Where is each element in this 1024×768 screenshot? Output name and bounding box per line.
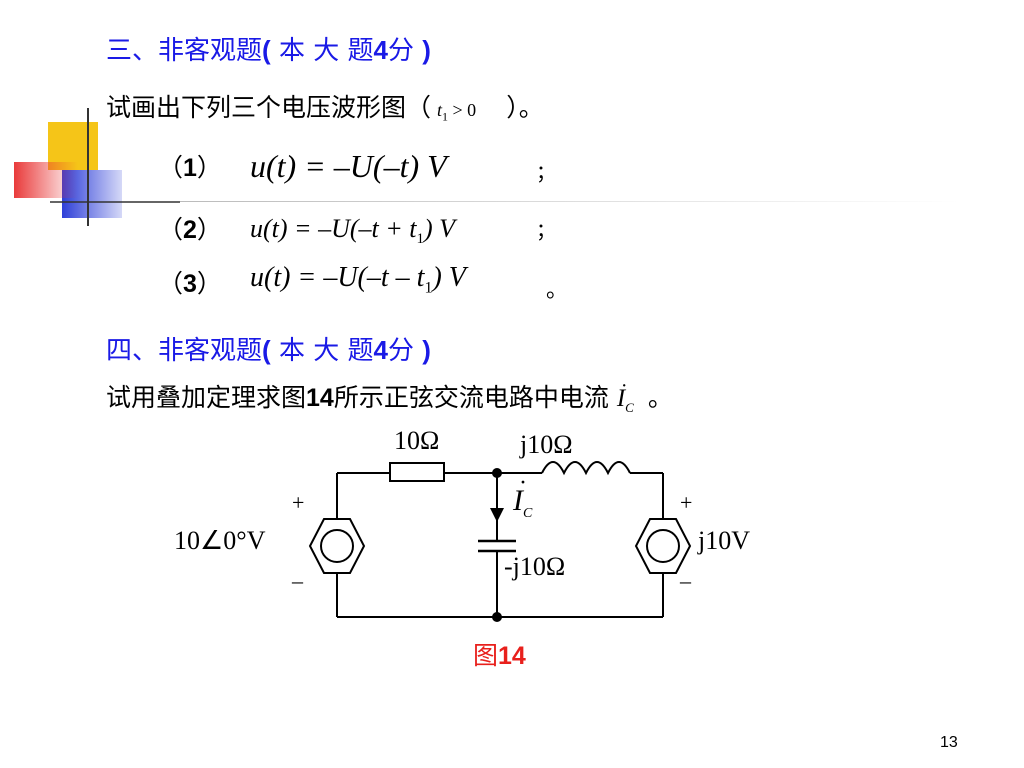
heading-ben: 本: [278, 36, 305, 66]
circuit-current-sub: C: [523, 506, 533, 521]
heading-fen: 分: [388, 36, 415, 66]
resistor: [389, 462, 445, 482]
section3-heading: 三、非客观题( 本 大 题4分 ): [106, 30, 431, 67]
right-source-value: j10V: [698, 526, 750, 555]
heading-prefix: 三、非客观题: [106, 36, 263, 66]
item-3-formula: u(t) = –U(–t – t1) V: [250, 262, 466, 298]
figure-caption: 图14: [473, 636, 526, 672]
left-voltage-source: [308, 518, 366, 574]
body-part-b: 所示正弦交流电路中电流: [333, 383, 609, 412]
item-2-punct: ；: [536, 218, 556, 242]
heading-ben: 本: [278, 336, 305, 366]
label-close: ）: [196, 269, 222, 298]
junction-bottom: [492, 612, 502, 622]
dot-accent: ·: [620, 375, 628, 397]
heading-fen: 分: [388, 336, 415, 366]
label-close: ）: [196, 215, 222, 244]
corner-decoration: [14, 108, 180, 226]
formula-sub: 1: [424, 279, 433, 297]
page-number: 13: [940, 734, 958, 751]
heading-prefix: 四、非客观题: [106, 336, 263, 366]
heading-da: 大: [313, 36, 340, 66]
intro-cond-var: t: [437, 100, 443, 120]
intro-cond-rel: > 0: [448, 100, 477, 120]
body-current-symbol: ·IC: [616, 375, 634, 415]
label-num: 2: [183, 216, 197, 244]
body-figure-number: 14: [306, 384, 334, 412]
intro-text: 试画出下列三个电压波形图（: [106, 93, 432, 122]
right-source-minus: –: [680, 568, 691, 593]
heading-score: 4: [373, 335, 388, 365]
left-source-minus: –: [292, 568, 303, 593]
body-part-a: 试用叠加定理求图: [106, 383, 307, 412]
label-open: （: [158, 153, 184, 182]
resistor-label: 10Ω: [394, 426, 440, 455]
left-source-value: 10∠0°V: [174, 526, 266, 555]
left-source-circle: [320, 529, 354, 563]
inductor: [541, 461, 631, 476]
decor-rule: [180, 201, 960, 202]
body-end: 。: [647, 383, 673, 412]
right-voltage-source: [634, 518, 692, 574]
item-1-formula: u(t) = –U(–t) V: [250, 148, 447, 184]
section3-intro: 试画出下列三个电压波形图（t1 > 0 ）。: [106, 88, 544, 125]
current-arrow: [490, 508, 504, 522]
figure-caption-text: 图: [473, 641, 499, 670]
circuit-current-var: I: [513, 484, 523, 517]
section4-heading: 四、非客观题( 本 大 题4分 ): [106, 330, 431, 367]
decor-red-band: [14, 162, 78, 198]
junction-top: [492, 468, 502, 478]
dot-accent: ·: [519, 470, 527, 496]
current-var: I: [616, 385, 626, 412]
item-2-formula: u(t) = –U(–t + t1) V: [250, 214, 455, 248]
formula-part-a: u(t) = –U(–t – t: [250, 262, 425, 293]
heading-score: 4: [373, 35, 388, 65]
heading-close-paren: ): [422, 35, 431, 65]
label-num: 3: [183, 270, 197, 298]
item-3-label: （3）: [158, 264, 222, 300]
item-2-label: （2）: [158, 210, 222, 246]
inductor-label: j10Ω: [520, 430, 573, 459]
right-source-plus: +: [680, 490, 693, 515]
formula-sub: 1: [416, 231, 425, 248]
heading-open-paren: (: [262, 35, 271, 65]
label-open: （: [158, 215, 184, 244]
item-1-label: （1）: [158, 148, 222, 184]
left-source-plus: +: [292, 490, 305, 515]
heading-open-paren: (: [262, 335, 271, 365]
label-open: （: [158, 269, 184, 298]
figure-caption-number: 14: [498, 642, 526, 670]
intro-cond-sub: 1: [442, 109, 449, 124]
section4-body: 试用叠加定理求图14所示正弦交流电路中电流 ·IC 。: [106, 375, 673, 416]
right-source-circle: [646, 529, 680, 563]
heading-da: 大: [313, 336, 340, 366]
formula-part-b: ) V: [424, 214, 456, 243]
capacitor-current-label: ·IC: [513, 470, 533, 522]
item-3-punct: 。: [546, 278, 569, 303]
heading-ti: 题: [347, 336, 374, 366]
formula-part-b: ) V: [432, 262, 466, 293]
heading-close-paren: ): [422, 335, 431, 365]
intro-end: ）。: [506, 93, 544, 122]
heading-ti: 题: [347, 36, 374, 66]
label-close: ）: [196, 153, 222, 182]
current-sub: C: [625, 400, 634, 415]
formula-part-a: u(t) = –U(–t + t: [250, 214, 417, 243]
intro-condition: t1 > 0: [437, 100, 477, 124]
item-1-punct: ；: [536, 160, 556, 184]
capacitor-label: -j10Ω: [504, 552, 566, 581]
label-num: 1: [183, 154, 197, 182]
